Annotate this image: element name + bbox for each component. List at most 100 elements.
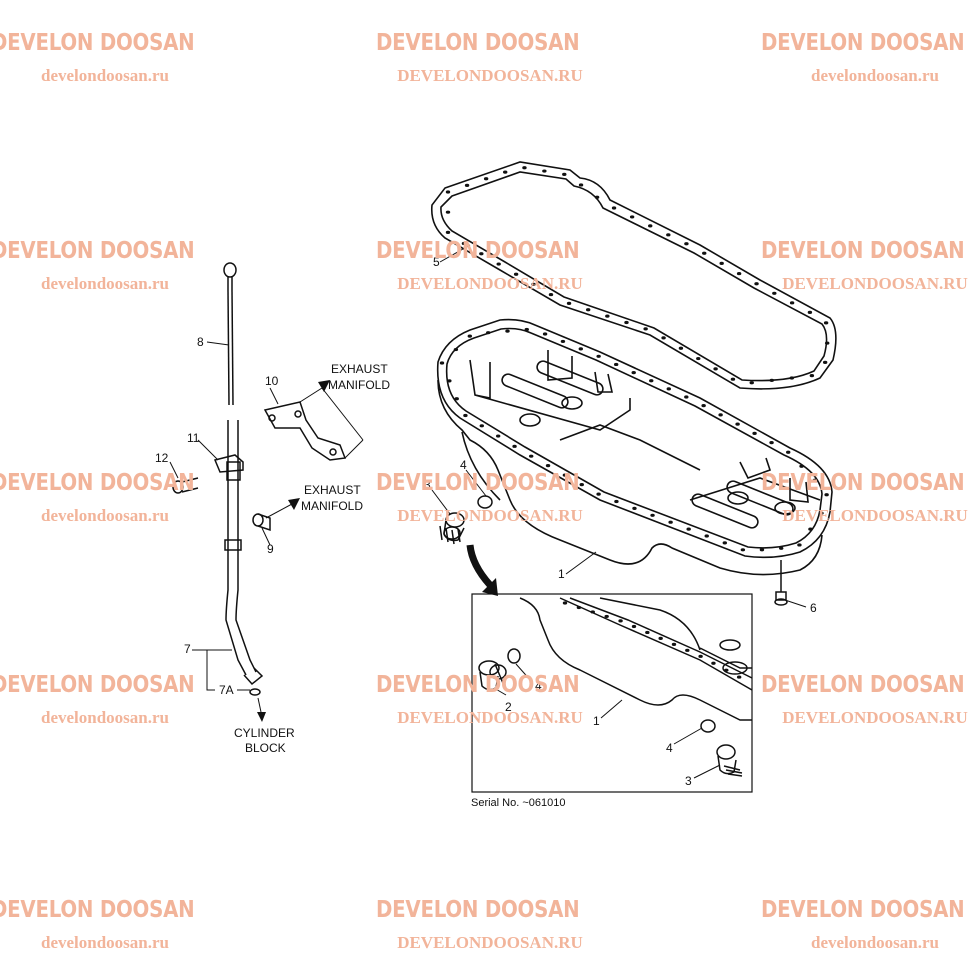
callout-12: 12 bbox=[155, 451, 169, 465]
callout-1-detail: 1 bbox=[593, 714, 600, 728]
detail-frame bbox=[471, 593, 753, 793]
bolt-hole bbox=[445, 190, 451, 194]
bolt-hole bbox=[686, 527, 691, 531]
callout-2: 2 bbox=[505, 700, 512, 714]
bolt-hole bbox=[461, 241, 467, 246]
bolt-hole bbox=[479, 252, 484, 256]
bolt-hole bbox=[528, 454, 534, 458]
bolt-hole bbox=[649, 379, 654, 383]
bolt-hole bbox=[594, 195, 600, 199]
bolt-hole bbox=[611, 206, 617, 210]
bolt-hole bbox=[578, 347, 583, 351]
callout-11: 11 bbox=[187, 431, 200, 445]
callout-4-detail-upper: 4 bbox=[535, 679, 542, 693]
bolt-hole bbox=[560, 339, 566, 344]
guide-tube bbox=[224, 420, 264, 686]
bolt-hole bbox=[823, 321, 829, 325]
bolt-hole bbox=[445, 210, 451, 214]
watermark-logo: DEVELON DOOSAN bbox=[376, 468, 590, 498]
watermark-logo: DEVELON DOOSAN bbox=[761, 28, 975, 58]
bolt-hole bbox=[702, 251, 707, 255]
o-ring bbox=[477, 495, 493, 509]
watermark-site-text: develondoosan.ru bbox=[41, 933, 169, 952]
watermark-site-text: develondoosan.ru bbox=[41, 66, 169, 85]
bolt-hole bbox=[464, 183, 470, 187]
bolt-hole bbox=[661, 336, 666, 340]
bolt-hole bbox=[614, 499, 619, 504]
watermark-logo: DEVELON DOOSAN bbox=[761, 895, 975, 925]
bolt-hole bbox=[513, 272, 519, 276]
oil-pan bbox=[436, 318, 833, 576]
bolt-hole bbox=[454, 397, 459, 401]
bolt-hole bbox=[779, 546, 784, 550]
bolt-hole bbox=[542, 332, 548, 336]
watermark-site-text: DEVELONDOOSAN.RU bbox=[782, 506, 968, 525]
bolt-hole bbox=[696, 356, 701, 361]
watermark-brand-text: DEVELON DOOSAN bbox=[0, 238, 195, 264]
watermark-brand-text: DEVELON DOOSAN bbox=[375, 238, 580, 264]
detail-drain-plug-3 bbox=[716, 744, 743, 777]
callout-4: 4 bbox=[460, 458, 467, 472]
watermark-logo: DEVELON DOOSAN bbox=[761, 236, 975, 266]
watermark-site-text: DEVELONDOOSAN.RU bbox=[397, 708, 583, 727]
bolt-hole bbox=[562, 601, 568, 605]
watermark-site-text: develondoosan.ru bbox=[811, 933, 939, 952]
bolt-hole bbox=[754, 282, 759, 286]
bolt-hole bbox=[596, 492, 601, 496]
bolt-hole bbox=[735, 422, 740, 426]
callout-4-detail-lower: 4 bbox=[666, 741, 673, 755]
watermark-brand-text: DEVELON DOOSAN bbox=[760, 897, 965, 923]
dipstick bbox=[223, 262, 237, 406]
callout-8: 8 bbox=[197, 335, 204, 349]
oil-pan-gasket bbox=[430, 161, 837, 390]
bolt-hole bbox=[542, 169, 547, 173]
callout-10: 10 bbox=[265, 374, 279, 388]
bolt-hole bbox=[618, 619, 623, 623]
detail-arrow bbox=[466, 544, 493, 588]
bolt-hole bbox=[722, 541, 728, 545]
clamp-bolt bbox=[172, 477, 199, 494]
spacer bbox=[252, 513, 271, 532]
bolt-hole bbox=[759, 548, 765, 552]
bolt-hole bbox=[799, 464, 804, 468]
callout-3-detail: 3 bbox=[685, 774, 692, 788]
bolt-hole bbox=[503, 170, 508, 174]
bolt-hole bbox=[629, 215, 635, 219]
watermark-brand-text: DEVELON DOOSAN bbox=[760, 672, 965, 698]
callout-7: 7 bbox=[184, 642, 191, 656]
bolt-hole bbox=[590, 610, 595, 614]
watermark-logo: DEVELON DOOSAN bbox=[0, 468, 205, 498]
bolt-hole bbox=[579, 483, 584, 487]
watermark-site-text: DEVELONDOOSAN.RU bbox=[397, 506, 583, 525]
bolt-hole bbox=[797, 543, 802, 547]
cylinder-arrow bbox=[257, 712, 266, 722]
watermark-block: DEVELON DOOSAN develondoosan.ru bbox=[761, 895, 975, 953]
bolt-hole bbox=[562, 473, 568, 477]
bolt-hole bbox=[666, 233, 671, 237]
bolt-hole bbox=[668, 520, 673, 524]
bolt-hole bbox=[467, 334, 473, 338]
bolt-hole bbox=[605, 314, 610, 318]
drain-plug bbox=[439, 512, 465, 545]
bolt-hole bbox=[684, 395, 689, 399]
bolt-hole bbox=[713, 367, 718, 371]
callout-5: 5 bbox=[433, 255, 440, 269]
bolt-hole bbox=[807, 310, 813, 314]
detail-o-ring-lower bbox=[700, 719, 716, 733]
cylinder-block-label-2: BLOCK bbox=[245, 741, 286, 755]
bolt-hole bbox=[698, 654, 703, 658]
serial-number-note: Serial No. ~061010 bbox=[471, 797, 565, 809]
bolt-hole bbox=[684, 242, 689, 246]
watermark-brand-text: DEVELON DOOSAN bbox=[0, 30, 195, 56]
exhaust-manifold-label-top-1: EXHAUST bbox=[331, 362, 388, 376]
bolt-hole bbox=[809, 374, 815, 378]
bolt-hole bbox=[463, 413, 468, 418]
bolt-hole bbox=[596, 354, 601, 358]
callout-3: 3 bbox=[424, 478, 431, 492]
